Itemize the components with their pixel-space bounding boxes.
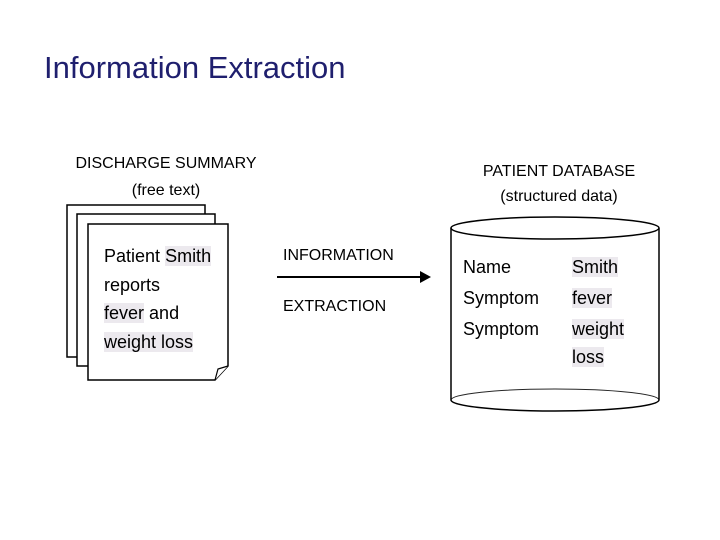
- source-subtitle: (free text): [131, 182, 201, 199]
- document-line-2: reports: [104, 271, 226, 300]
- slide-title: Information Extraction: [44, 50, 346, 85]
- db-row-2-field: Symptom: [463, 288, 540, 308]
- word-reports: reports: [104, 274, 161, 295]
- db-value-weight: weight: [572, 319, 625, 339]
- process-label-information: INFORMATION: [283, 247, 394, 264]
- word-patient: Patient: [104, 246, 161, 266]
- target-title: PATIENT DATABASE: [482, 163, 636, 180]
- db-row-3-field: Symptom: [463, 319, 540, 339]
- db-value-fever: fever: [572, 288, 613, 308]
- document-line-3: fever and: [104, 299, 226, 328]
- database-cylinder-icon: [450, 216, 660, 412]
- word-fever-highlighted: fever: [104, 303, 145, 323]
- db-value-loss: loss: [572, 347, 605, 367]
- db-row-1-value: Smith: [572, 253, 619, 281]
- process-label-extraction: EXTRACTION: [283, 298, 387, 315]
- db-value-smith: Smith: [572, 257, 619, 277]
- target-subtitle: (structured data): [500, 188, 618, 205]
- document-line-4: weight loss: [104, 328, 226, 357]
- db-row-3-value: weight loss: [572, 315, 625, 371]
- document-fold-corner: [214, 365, 229, 381]
- document-line-1: Patient Smith: [104, 242, 226, 271]
- document-text: Patient Smith reports fever and weight l…: [104, 242, 226, 356]
- db-row-2-value: fever: [572, 284, 613, 312]
- source-title: DISCHARGE SUMMARY: [75, 155, 257, 172]
- db-row-1-field: Name: [463, 257, 512, 277]
- extraction-arrow: [277, 271, 431, 283]
- word-and: and: [149, 303, 180, 323]
- word-weight-loss-highlighted: weight loss: [104, 331, 194, 352]
- word-smith-highlighted: Smith: [165, 246, 212, 266]
